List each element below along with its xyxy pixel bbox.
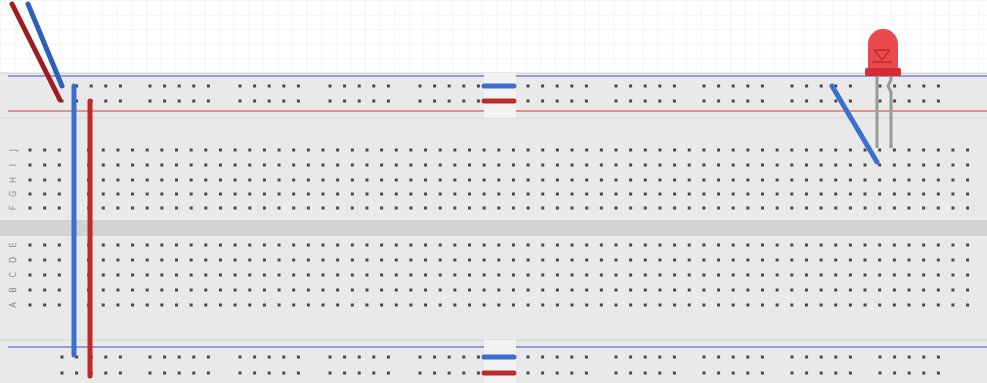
row-letter: E [10, 240, 18, 250]
board-body [0, 73, 987, 383]
row-letter: I [10, 160, 18, 170]
row-letter: A [10, 300, 18, 310]
row-letter: C [10, 270, 18, 280]
row-letter: D [10, 255, 18, 265]
rail-split [484, 340, 516, 383]
row-letter: G [10, 189, 18, 199]
row-letter: B [10, 285, 18, 295]
row-letter: F [10, 203, 18, 213]
rail-split [484, 73, 516, 118]
center-channel [0, 220, 987, 236]
jumper-wires [12, 4, 877, 376]
grid-ground [0, 0, 987, 73]
hole-grid [29, 85, 970, 375]
row-letter: H [10, 175, 18, 185]
led [865, 29, 901, 148]
row-letter: J [10, 145, 18, 155]
